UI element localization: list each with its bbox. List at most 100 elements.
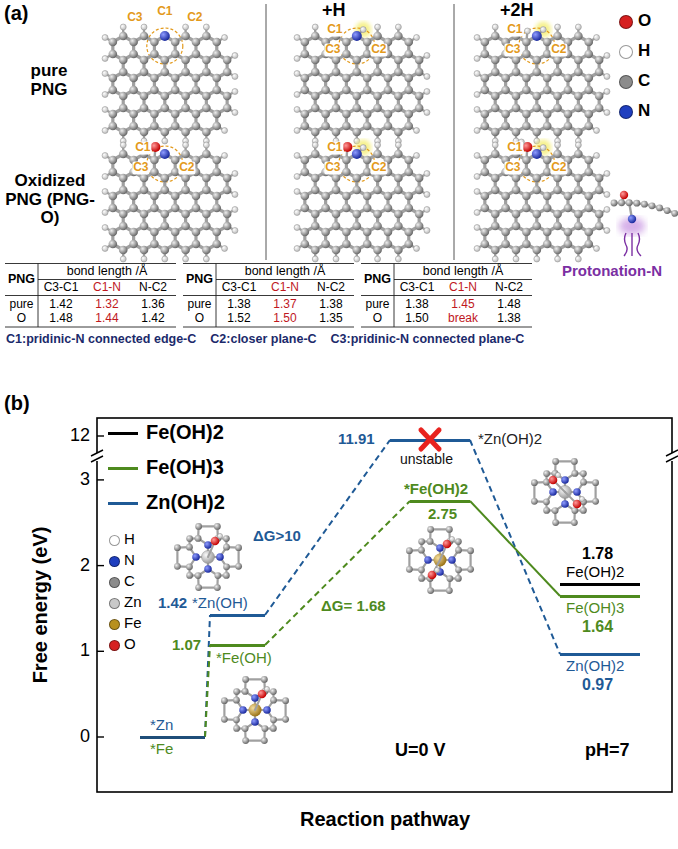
atom — [235, 563, 242, 570]
atom — [575, 256, 581, 262]
axis-frame — [91, 418, 678, 792]
atom — [594, 128, 600, 134]
atom — [492, 142, 498, 148]
atom — [242, 676, 249, 683]
atom — [140, 68, 149, 77]
atom — [533, 56, 542, 65]
atom — [109, 110, 118, 119]
atom — [592, 498, 599, 505]
atom — [543, 228, 552, 237]
atom-label: C3 — [132, 161, 149, 174]
atom — [150, 38, 159, 47]
atom — [160, 149, 170, 159]
atom — [641, 201, 648, 208]
atom — [620, 191, 628, 199]
atom-label: C1 — [506, 141, 523, 154]
row-label: pure PNG — [19, 62, 79, 99]
atom — [363, 204, 372, 213]
atom — [129, 240, 138, 249]
atom — [102, 189, 108, 195]
atom — [119, 150, 128, 159]
atom — [301, 74, 310, 83]
legend-label: N — [638, 102, 650, 121]
delta-g-label: ΔG>10 — [252, 528, 302, 545]
atom — [353, 174, 362, 183]
atom — [524, 28, 530, 34]
atom — [212, 110, 221, 119]
atom — [321, 110, 330, 119]
atom-label: C1 — [156, 5, 173, 18]
atom — [564, 86, 573, 95]
atom — [181, 222, 190, 231]
atom — [332, 174, 341, 183]
atom — [474, 153, 480, 159]
table-cell: 1.35 — [319, 312, 342, 325]
atom — [171, 240, 180, 249]
atom — [553, 186, 562, 195]
atom — [312, 24, 318, 30]
atom — [553, 222, 562, 231]
atom — [522, 168, 531, 177]
atom — [512, 68, 521, 77]
atom — [543, 498, 550, 505]
column-header: +H — [322, 1, 346, 21]
atom — [481, 192, 490, 201]
atom — [119, 32, 128, 41]
atom — [501, 192, 510, 201]
atom — [424, 74, 430, 80]
atom — [294, 128, 300, 134]
atom — [192, 122, 201, 131]
legend-dot — [109, 577, 120, 588]
atom — [564, 74, 573, 83]
atom — [481, 240, 490, 249]
atom — [584, 240, 593, 249]
footnote: C3:pridinic-N connected plane-C — [331, 333, 525, 347]
atom — [564, 204, 573, 213]
level-label: 11.91 — [338, 431, 375, 448]
atom — [424, 171, 430, 177]
atom — [311, 56, 320, 65]
atom — [109, 228, 118, 237]
atom — [171, 50, 180, 59]
legend-label: O — [638, 12, 651, 31]
atom-label: C2 — [178, 161, 195, 174]
atom — [214, 523, 221, 530]
atom — [217, 533, 222, 538]
atom — [604, 192, 610, 198]
atom — [474, 71, 480, 77]
atom — [481, 86, 490, 95]
atom — [232, 228, 238, 234]
atom — [333, 256, 339, 262]
axis-break-gap — [666, 453, 678, 461]
level-label: Zn(OH)2 — [566, 658, 624, 675]
annotation: Protonation-N — [562, 263, 662, 280]
atom — [553, 246, 562, 255]
atom — [512, 128, 521, 137]
table-header: C3-C1 — [222, 281, 257, 294]
table-cell: 1.52 — [227, 312, 250, 325]
atom — [301, 122, 310, 131]
atom — [242, 737, 249, 744]
atom-label: C1 — [506, 23, 523, 36]
atom — [161, 246, 170, 255]
table-cell: O — [195, 312, 204, 325]
table-rule — [216, 279, 354, 280]
atom — [353, 56, 362, 65]
atom — [363, 86, 372, 95]
atom — [212, 86, 221, 95]
atom — [384, 86, 393, 95]
atom — [491, 186, 500, 195]
atom — [375, 24, 381, 30]
pathway-connector — [205, 615, 210, 737]
atom — [301, 204, 310, 213]
atom — [375, 142, 381, 148]
atom — [332, 186, 341, 195]
table-cell: 1.38 — [497, 312, 520, 325]
atom — [522, 240, 531, 249]
atom — [595, 92, 604, 101]
atom — [512, 186, 521, 195]
atom — [522, 74, 531, 83]
table-header: PNG — [5, 273, 38, 287]
atom — [604, 74, 610, 80]
atom — [171, 74, 180, 83]
